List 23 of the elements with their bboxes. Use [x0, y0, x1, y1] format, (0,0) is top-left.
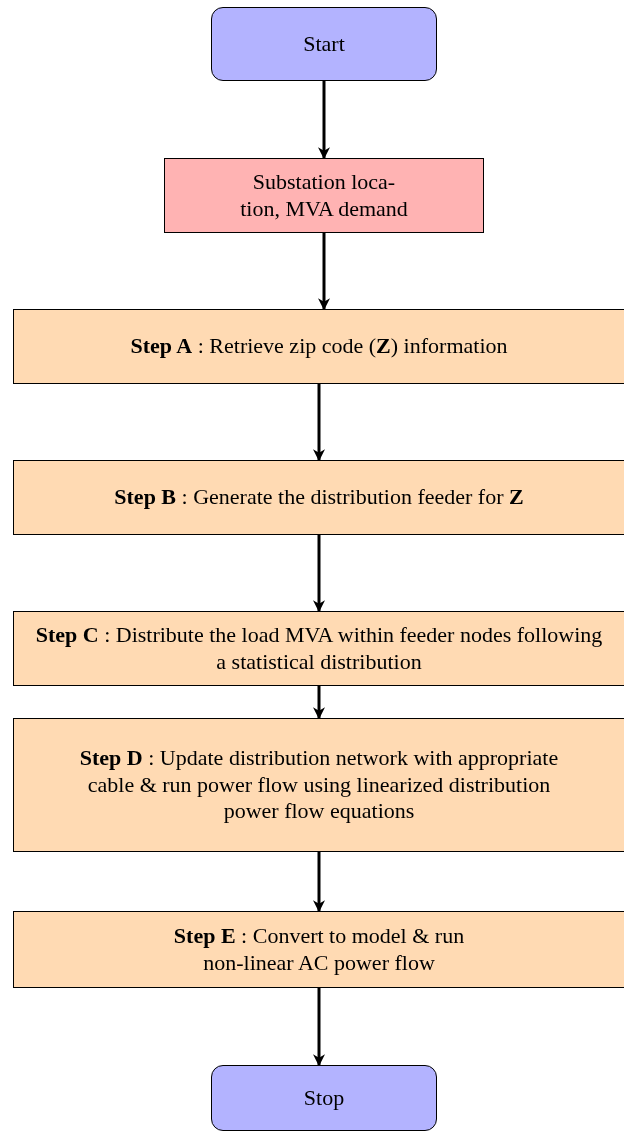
terminal-box	[211, 7, 437, 81]
input-box	[164, 158, 484, 233]
process-box	[13, 718, 624, 852]
arrow	[313, 988, 325, 1067]
terminal-box	[211, 1065, 437, 1131]
arrow	[313, 384, 325, 462]
arrow	[313, 852, 325, 913]
arrow	[313, 535, 325, 613]
node-text: Stop	[303, 1084, 345, 1112]
process-box	[13, 460, 624, 535]
process-box	[13, 611, 624, 686]
node-text: Step A : Retrieve zip code (Z) information	[130, 333, 508, 360]
node-text: Step E : Convert to model & run non-linear AC power flow	[172, 923, 466, 976]
arrow	[313, 686, 325, 720]
node-text: Step C : Distribute the load MVA within feeder nodes following a statistical distribution	[34, 622, 604, 675]
node-text: Substation loca- tion, MVA demand	[239, 169, 409, 222]
arrow	[318, 233, 330, 311]
node-text: Step B : Generate the distribution feeder for Z	[114, 484, 524, 511]
node-text: Start	[303, 30, 345, 58]
node-text: Step D : Update distribution network with appropriate cable & run power flow using linearized distribution power flow equations	[78, 745, 560, 825]
process-box	[13, 309, 624, 384]
arrow	[318, 81, 330, 160]
process-box	[13, 911, 624, 988]
